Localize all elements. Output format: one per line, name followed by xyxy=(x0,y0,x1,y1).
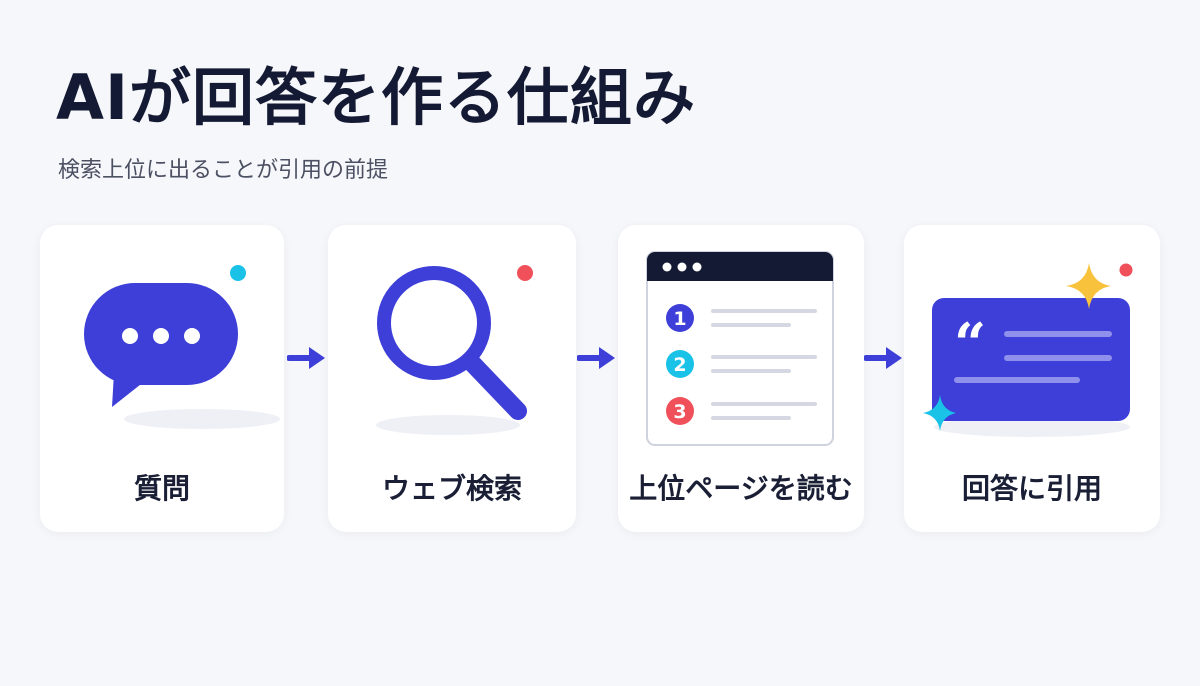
browser-ranking-icon: 1 2 3 xyxy=(646,251,834,446)
line xyxy=(711,369,791,373)
line xyxy=(711,416,791,420)
page-subtitle: 検索上位に出ることが引用の前提 xyxy=(58,158,389,183)
step-label-read-top-pages: 上位ページを読む xyxy=(629,472,853,505)
shadow-ellipse xyxy=(376,415,520,435)
line xyxy=(954,377,1080,383)
lens-ring xyxy=(377,266,491,380)
speech-bubble-icon xyxy=(84,265,280,429)
line xyxy=(711,323,791,327)
dot-1 xyxy=(122,328,138,344)
step-card-read-top-pages: 1 2 3 上位ページを読む xyxy=(618,225,864,532)
dot-3 xyxy=(184,328,200,344)
window-dot-1 xyxy=(662,262,672,272)
quote-mark: “ xyxy=(954,311,986,377)
handle xyxy=(463,354,527,420)
cyan-dot-icon xyxy=(230,265,246,281)
arrow-right-icon xyxy=(577,347,615,369)
page-title: AIが回答を作る仕組み xyxy=(56,61,697,134)
bubble-tail xyxy=(112,373,150,407)
browser-titlebar xyxy=(647,252,833,281)
line xyxy=(1004,355,1112,361)
rank-badge-3 xyxy=(666,397,694,425)
step-card-web-search: ウェブ検索 xyxy=(328,225,576,532)
line xyxy=(711,355,817,359)
rank-number-3: 3 xyxy=(673,401,686,423)
sparkle-cyan-icon xyxy=(923,395,956,431)
step-card-question: 質問 xyxy=(40,225,284,532)
step-label-web-search: ウェブ検索 xyxy=(381,472,522,505)
magnifier-icon xyxy=(376,265,533,435)
red-dot-icon xyxy=(517,265,533,281)
rank-badge-1 xyxy=(666,304,694,332)
step-label-cite-in-answer: 回答に引用 xyxy=(961,472,1102,505)
rank-badge-2 xyxy=(666,350,694,378)
line xyxy=(711,402,817,406)
line xyxy=(711,309,817,313)
step-label-question: 質問 xyxy=(133,472,190,505)
arrow-right-icon xyxy=(287,347,325,369)
dot-2 xyxy=(153,328,169,344)
sparkle-yellow-icon xyxy=(1066,263,1111,309)
arrow-right-icon xyxy=(864,347,902,369)
red-dot-icon xyxy=(1119,263,1133,277)
shadow-ellipse xyxy=(934,417,1130,437)
step-card-cite-in-answer: “ 回答に引用 xyxy=(904,225,1160,532)
rank-number-1: 1 xyxy=(673,308,686,330)
window-dot-2 xyxy=(677,262,687,272)
line xyxy=(1004,331,1112,337)
rank-number-2: 2 xyxy=(673,354,686,376)
quote-card-icon: “ xyxy=(923,263,1133,437)
window-dot-3 xyxy=(692,262,702,272)
shadow-ellipse xyxy=(124,409,280,429)
